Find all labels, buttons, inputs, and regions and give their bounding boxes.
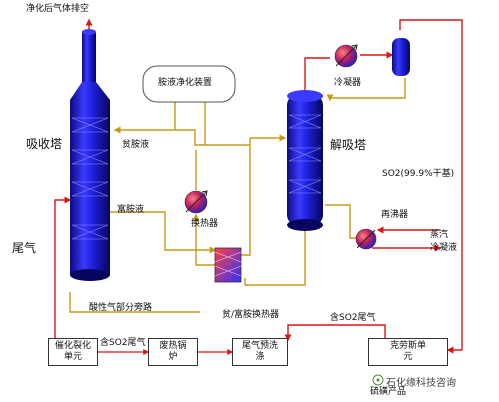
watermark-text: 石化缘科技咨询 xyxy=(386,378,456,389)
acid-bypass-label: 酸性气部分旁路 xyxy=(89,303,153,313)
claus-tail-gas-line xyxy=(284,324,386,342)
reflux-line xyxy=(326,78,406,102)
lean-rich-plate-exchanger xyxy=(214,247,242,283)
so2-tail-gas-left-label: 含SO2尾气 xyxy=(100,338,146,348)
lean-rich-hx-label: 贫/富胺换热器 xyxy=(222,310,280,320)
condenser-exchanger xyxy=(334,44,358,68)
heat-exchanger-label: 换热器 xyxy=(191,219,219,229)
hx-to-desorber xyxy=(240,134,287,256)
condensate-label: 冷凝液 xyxy=(430,243,458,253)
vent-label: 净化后气体排空 xyxy=(26,4,90,14)
tail-gas-label: 尾气 xyxy=(12,241,37,255)
reboiler-loop xyxy=(325,204,360,239)
heat-exchanger-ball xyxy=(184,190,208,214)
fcc-unit-box: 催化裂化单元 xyxy=(48,338,98,366)
so2-tail-gas-right-label: 含SO2尾气 xyxy=(330,313,376,323)
watermark-icon xyxy=(372,374,384,386)
absorber-label: 吸收塔 xyxy=(26,137,63,151)
absorber-tower xyxy=(70,29,110,281)
acid-bypass-line xyxy=(69,292,200,313)
condenser-label: 冷凝器 xyxy=(334,78,362,88)
amine-lines xyxy=(69,78,406,313)
lean-amine-line xyxy=(113,126,250,146)
so2-product-label: SO2(99.9%干基) xyxy=(382,169,455,179)
reboiler-exchanger xyxy=(355,228,377,250)
waste-heat-boiler-box: 废热锅炉 xyxy=(148,338,198,366)
claus-unit-box: 克劳斯单元 xyxy=(368,338,448,366)
reboiler-label: 再沸器 xyxy=(381,210,409,220)
so2-product-line xyxy=(399,19,463,354)
desorber-label: 解吸塔 xyxy=(330,138,367,152)
steam-label: 蒸汽 xyxy=(430,230,449,240)
tail-gas-line xyxy=(54,196,72,345)
gas-lines xyxy=(54,18,463,354)
lean-amine-label: 贫胺液 xyxy=(122,140,150,150)
rich-amine-line xyxy=(110,211,217,254)
desorber-tower xyxy=(287,90,323,231)
lean-to-cooler xyxy=(192,213,215,266)
rich-amine-label: 富胺液 xyxy=(117,205,145,215)
pre-wash-box: 尾气预洗涤 xyxy=(232,338,288,366)
reflux-drum xyxy=(392,38,410,76)
desorber-overhead-line xyxy=(304,57,330,92)
amine-purifier-shape xyxy=(142,65,236,103)
desorber-bottoms xyxy=(244,230,306,286)
sulfur-product-label: 硫磺产品 xyxy=(370,387,407,397)
amine-purifier-label: 胺液净化装置 xyxy=(158,78,213,88)
